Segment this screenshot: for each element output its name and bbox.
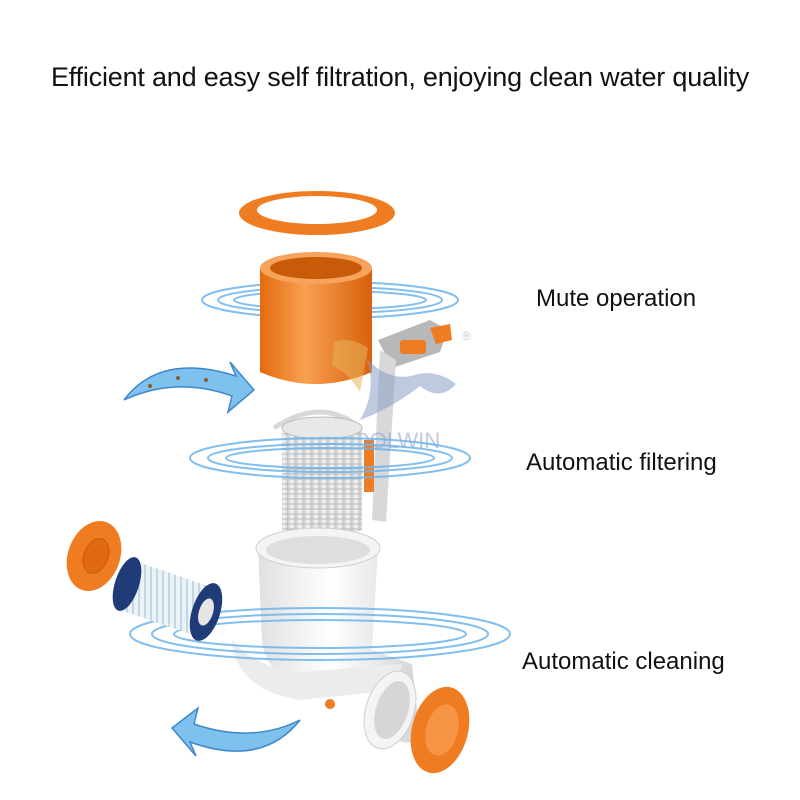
registered-mark: ® — [462, 329, 471, 343]
feature-automatic-cleaning: Automatic cleaning — [522, 648, 725, 675]
arrow-water-icon — [123, 361, 256, 415]
orange-end-cap-left — [66, 521, 122, 591]
water-swirl-icon — [189, 437, 471, 479]
arrow-water-icon — [170, 706, 301, 757]
water-swirl-icon — [129, 607, 511, 661]
orange-end-cap-right — [410, 686, 470, 774]
filter-basket — [272, 409, 363, 538]
skimmer-bracket — [364, 320, 452, 522]
feature-automatic-filtering: Automatic filtering — [526, 449, 717, 476]
feature-mute-operation: Mute operation — [536, 285, 697, 312]
pump-housing — [232, 527, 420, 750]
filter-cartridge — [112, 557, 223, 641]
orange-ring-lid — [239, 191, 395, 235]
headline: Efficient and easy self filtration, enjo… — [50, 62, 750, 92]
